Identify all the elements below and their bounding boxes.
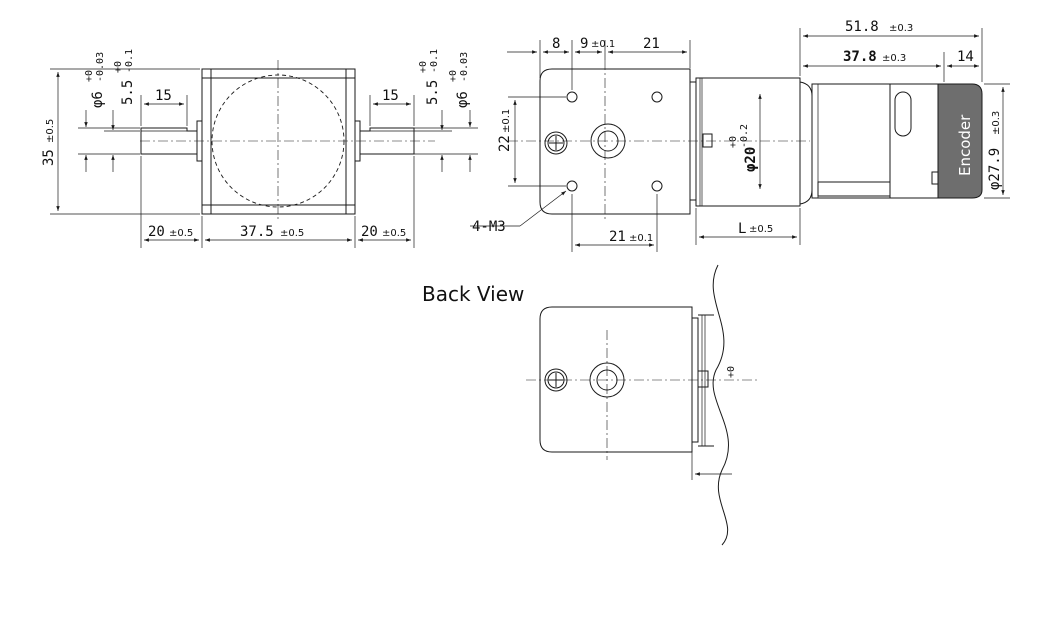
encoder-housing: [811, 83, 945, 199]
motor-diameter-tol-up: +0: [728, 136, 739, 148]
dim-21-top: 21: [643, 36, 660, 52]
side-view: Encoder 8 9 ±0.1 21 22 ±0.1 4-M3 21 ±0.1…: [470, 19, 1010, 252]
mount-hole: [566, 91, 578, 103]
gearbox-plate: [539, 68, 691, 215]
body-width-tol: ±0.5: [280, 228, 304, 239]
total-length-tol: ±0.3: [889, 23, 913, 34]
dim-9-tol: ±0.1: [591, 39, 615, 50]
encoder-block: [937, 83, 983, 199]
shaft-dia-right: φ6: [455, 91, 471, 108]
dim-21-bottom-tol: ±0.1: [629, 233, 653, 244]
shaft-length-right-tol: ±0.5: [382, 228, 406, 239]
mount-hole: [651, 91, 663, 103]
motor-can: [695, 77, 801, 207]
dim-height-tol: ±0.5: [45, 119, 56, 143]
length-L-tol: ±0.5: [749, 224, 773, 235]
flat-length-left: 15: [155, 88, 172, 104]
flat-length-right: 15: [382, 88, 399, 104]
mount-hole: [566, 180, 578, 192]
dim-21-bottom: 21: [609, 229, 626, 245]
shaft-dia-left-tol-up: +0: [84, 70, 95, 82]
shaft-dia-left-tol-low: -0.03: [95, 52, 106, 82]
length-L: L: [738, 221, 746, 237]
dim-22-tol: ±0.1: [501, 109, 512, 133]
dim-8: 8: [552, 36, 560, 52]
dim-22: 22: [497, 135, 513, 152]
motor-length-tol: ±0.3: [882, 53, 906, 64]
motor-diameter-tol-low: -0.2: [739, 124, 750, 148]
shaft-flat-left-tol-up: +0: [113, 61, 124, 73]
motor-length: 37.8: [843, 49, 877, 65]
mount-hole: [651, 180, 663, 192]
motor-diameter: φ20: [743, 147, 759, 172]
shaft-dia-right-tol-up: +0: [448, 70, 459, 82]
total-length: 51.8: [845, 19, 879, 35]
back-bore: [589, 362, 625, 398]
back-partial-label: +0: [726, 366, 737, 378]
shaft-length-right: 20: [361, 224, 378, 240]
shaft-length-left-tol: ±0.5: [169, 228, 193, 239]
back-view: Back View +0: [422, 264, 760, 546]
shaft-flat-right-tol-up: +0: [418, 61, 429, 73]
encoder-diameter: φ27.9: [987, 148, 1003, 190]
shaft-length-left: 20: [148, 224, 165, 240]
encoder-label: Encoder: [956, 114, 974, 176]
shaft-flat-left: 5.5: [120, 80, 136, 105]
dim-height: 35: [41, 149, 57, 166]
right-shaft: [354, 120, 415, 162]
shaft-dia-right-tol-low: -0.03: [459, 52, 470, 82]
encoder-diameter-tol: ±0.3: [991, 111, 1002, 135]
front-view: 35 ±0.5 φ6 +0 -0.03 5.5 +0 -0.1 15 15 5.…: [41, 49, 478, 248]
dim-9: 9: [580, 36, 588, 52]
shaft-flat-left-tol-low: -0.1: [124, 49, 135, 73]
screw-icon: [544, 131, 568, 155]
hole-callout: 4-M3: [472, 219, 506, 235]
back-view-title: Back View: [422, 282, 524, 306]
screw-icon: [544, 368, 568, 392]
body-width: 37.5: [240, 224, 274, 240]
gearbox-body: [201, 68, 356, 215]
back-plate: [539, 306, 693, 453]
left-shaft: [140, 120, 203, 162]
shaft-flat-right: 5.5: [425, 80, 441, 105]
shaft-flat-right-tol-low: -0.1: [429, 49, 440, 73]
encoder-length: 14: [957, 49, 974, 65]
shaft-dia-left: φ6: [90, 91, 106, 108]
break-line: [712, 264, 729, 546]
output-bore: [590, 123, 626, 159]
